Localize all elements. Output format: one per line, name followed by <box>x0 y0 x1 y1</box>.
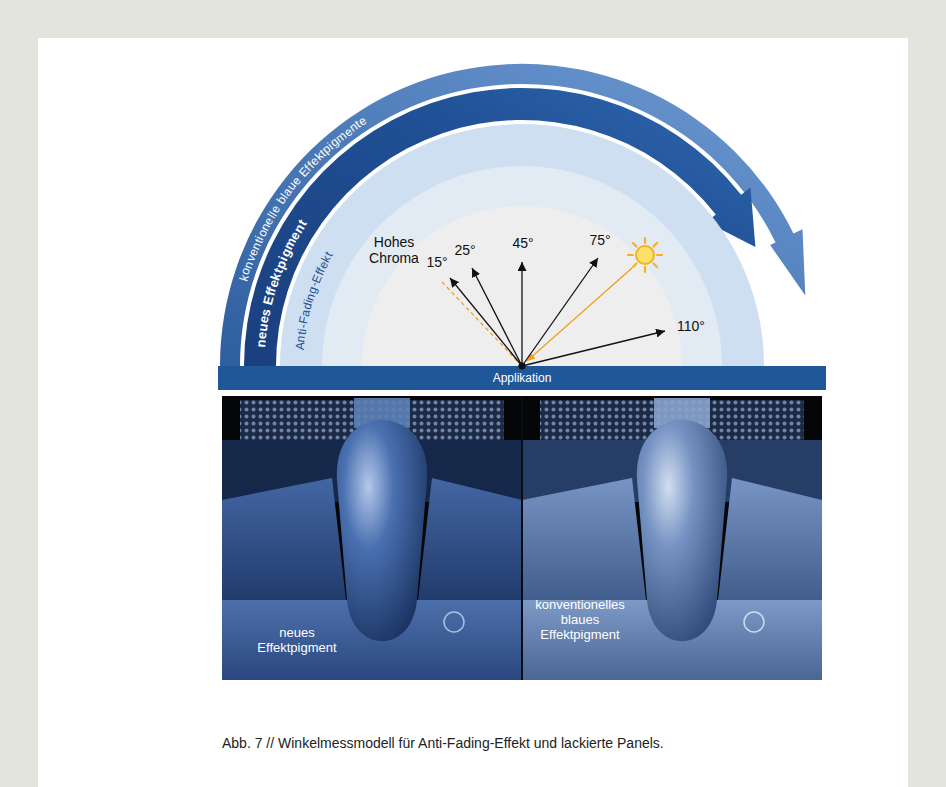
chroma-label: Hohes Chroma <box>361 234 427 266</box>
zone <box>280 124 764 366</box>
origin-dot <box>516 360 528 372</box>
arc-letter: n <box>294 335 307 343</box>
photo-label: konventionelles blaues Effektpigment <box>524 598 636 643</box>
arc-letter: u <box>256 323 270 333</box>
angle-label: 25° <box>448 242 482 258</box>
arc-label: Anti-Fading-Effekt <box>294 248 335 352</box>
zone <box>362 206 682 366</box>
figure-caption: Abb. 7 // Winkelmessmodell für Anti-Fadi… <box>222 735 882 752</box>
outer-arrow-band <box>220 64 805 366</box>
panel-conventional <box>522 398 822 680</box>
arc-letter: e <box>255 331 269 340</box>
arc-label: konventionelle blaue Effektpigmente <box>238 115 369 283</box>
photo-label: neues Effektpigment <box>245 626 349 656</box>
panel-new <box>222 398 522 680</box>
zone <box>322 166 722 366</box>
angle-label: 15° <box>420 254 454 270</box>
panel-photo <box>222 396 822 680</box>
application-band: Applikation <box>218 366 826 390</box>
angle-label: 110° <box>671 318 711 334</box>
band-label: Applikation <box>493 371 552 385</box>
arc-letter: n <box>254 339 268 348</box>
angle-label: 75° <box>583 232 617 248</box>
measurement-rays <box>442 258 665 366</box>
angle-label: 45° <box>506 235 540 251</box>
sun-icon <box>628 238 662 272</box>
angle-model <box>220 64 805 366</box>
arc-letter: A <box>294 342 307 351</box>
